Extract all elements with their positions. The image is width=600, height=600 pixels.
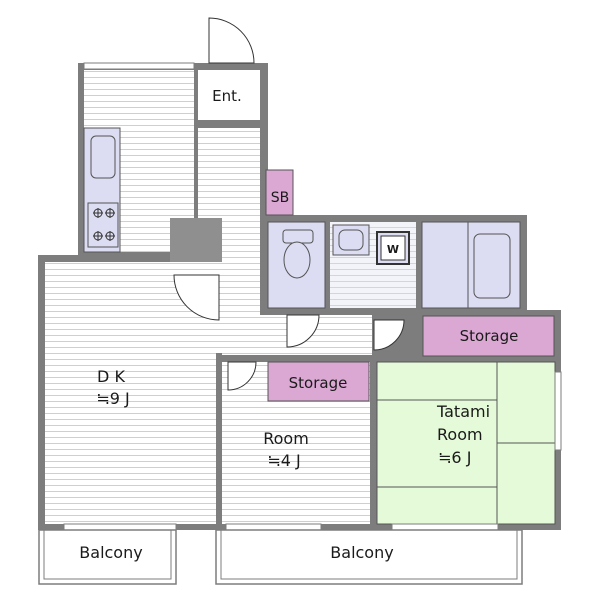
balcony-left-label: Balcony [79,543,142,562]
balcony-right-box [215,529,523,585]
balcony-right-label: Balcony [330,543,393,562]
shoe-box-label: SB [271,190,290,206]
toilet [267,221,326,309]
shoe-box [265,169,294,216]
tatami-room [376,361,556,525]
kitchen-counter [83,127,121,253]
doors [173,17,405,391]
storage-1-label: Storage [460,327,519,345]
storage-2-label: Storage [289,374,348,392]
tatami-size-label: ≒6 J [438,448,471,467]
toilet-bowl-icon [283,241,311,279]
entrance-floor [198,70,260,120]
storage-1-box [422,315,555,357]
dk-door [173,274,220,321]
washer-label: W [387,243,399,256]
entrance-door [208,17,255,64]
pillar [170,218,222,262]
room-size-label: ≒4 J [267,451,300,470]
sink-icon [90,135,116,179]
bathtub-icon [473,233,511,299]
washroom [330,222,416,308]
dk-size-label: ≒9 J [96,389,129,408]
tatami-label-line1: Tatami [436,402,490,421]
room-name-label: Room [263,429,309,448]
balconies [38,529,523,585]
washroom-door [373,319,405,351]
room-door [227,361,257,391]
tatami-label-line2: Room [437,425,483,444]
toilet-tank-icon [282,229,314,244]
toilet-door [286,314,320,348]
storage-2-box [267,361,370,402]
windows [63,62,562,531]
bathroom [421,221,521,309]
dk-name-label: D K [97,367,125,386]
stove-burner-icon [93,208,115,241]
entrance-label: Ent. [212,87,242,105]
